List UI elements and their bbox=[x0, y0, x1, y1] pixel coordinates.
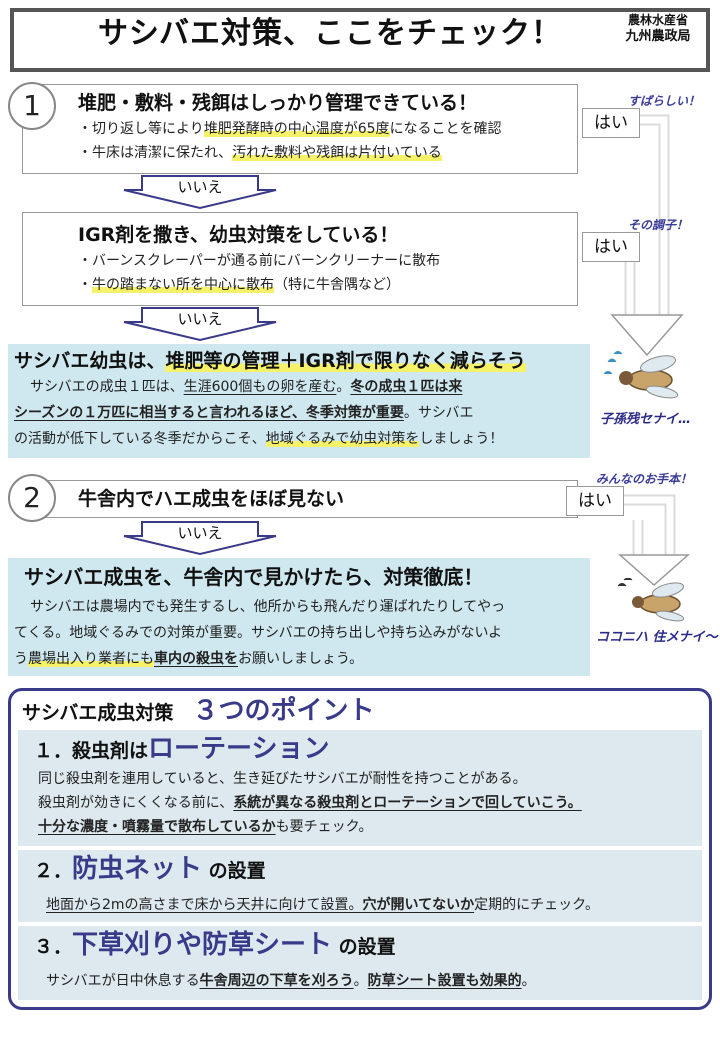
step-number-2: 2 bbox=[8, 474, 56, 522]
point-1-line-3: 十分な濃度・噴霧量で散布しているかも要チェック。 bbox=[38, 819, 373, 835]
point-2-card bbox=[18, 850, 702, 922]
larva-panel-line-3: の活動が低下している冬季だからこそ、地域ぐるみで幼虫対策をしましょう！ bbox=[14, 431, 504, 447]
fly-icon-2 bbox=[617, 578, 685, 622]
q2-title: IGR剤を撒き、幼虫対策をしている！ bbox=[78, 224, 399, 246]
no-arrow-2 bbox=[123, 307, 277, 342]
yes-box-1: はい bbox=[582, 108, 640, 138]
q2-item-2: ・牛の踏まない所を中心に散布（特に牛舎隅など） bbox=[78, 277, 400, 293]
yes-box-3: はい bbox=[566, 486, 624, 516]
point-3-title: ３．下草刈りや防草シート の設置 bbox=[34, 930, 396, 960]
title-box bbox=[10, 8, 710, 72]
adult-panel-title: サシバエ成虫を、牛舎内で見かけたら、対策徹底！ bbox=[24, 565, 484, 589]
q2-item-1: ・バーンスクレーパーが通る前にバーンクリーナーに散布 bbox=[78, 253, 441, 269]
fly-caption-2: ココニハ 住メナイ〜 bbox=[596, 630, 718, 645]
larva-panel-line-1: サシバエの成虫１匹は、生涯600個もの卵を産む。冬の成虫１匹は来 bbox=[30, 379, 463, 395]
step-number-1: 1 bbox=[8, 82, 56, 130]
larva-panel-line-2: シーズンの１万匹に相当すると言われるほど、冬季対策が重要。サシバエ bbox=[14, 405, 474, 421]
no-arrow-3 bbox=[123, 521, 277, 556]
no-label-1: いいえ bbox=[177, 178, 223, 196]
point-1-line-1: 同じ殺虫剤を連用していると、生き延びたサシバエが耐性を持つことがある。 bbox=[38, 771, 527, 787]
larva-panel-title: サシバエ幼虫は、堆肥等の管理＋IGR剤で限りなく減らそう bbox=[14, 350, 526, 372]
no-label-3: いいえ bbox=[177, 524, 223, 542]
q1-title: 堆肥・敷料・残餌はしっかり管理できている！ bbox=[78, 92, 478, 114]
adult-panel-line-2: てくる。地域ぐるみでの対策が重要。サシバエの持ち出しや持ち込みがないよ bbox=[14, 625, 503, 641]
praise-1: すばらしい！ bbox=[628, 94, 701, 108]
org-bureau: 九州農政局 bbox=[625, 29, 691, 44]
no-arrow-1 bbox=[123, 175, 277, 210]
q3-title: 牛舎内でハエ成虫をほぼ見ない bbox=[78, 488, 345, 510]
adult-panel-line-1: サシバエは農場内でも発生するし、他所からも飛んだり運ばれたりしてやっ bbox=[30, 599, 506, 615]
point-3-card bbox=[18, 926, 702, 1000]
point-1-title: １．殺虫剤はローテーション bbox=[34, 734, 330, 764]
point-2-line-1: 地面から2mの高さまで床から天井に向けて設置。穴が開いてないか定期的にチェック。 bbox=[46, 897, 600, 913]
point-2-title: ２．防虫ネット の設置 bbox=[34, 854, 266, 884]
praise-2: その調子！ bbox=[628, 218, 689, 232]
org-ministry: 農林水産省 bbox=[627, 13, 688, 27]
page-title: サシバエ対策、ここをチェック！ bbox=[97, 16, 563, 51]
q1-item-1: ・切り返し等により堆肥発酵時の中心温度が65度になることを確認 bbox=[78, 121, 502, 137]
point-1-line-2: 殺虫剤が効きにくくなる前に、系統が異なる殺虫剤とローテーションで回していこう。 bbox=[38, 795, 582, 811]
fly-icon-1 bbox=[603, 351, 679, 399]
praise-3: みんなのお手本！ bbox=[596, 472, 693, 486]
yes-box-2: はい bbox=[582, 232, 640, 262]
no-label-2: いいえ bbox=[177, 310, 223, 328]
fly-caption-1: 子孫残セナイ… bbox=[600, 412, 692, 427]
adult-panel-line-3: う農場出入り業者にも車内の殺虫をお願いしましょう。 bbox=[14, 651, 364, 667]
point-1-card bbox=[18, 730, 702, 846]
points-header: サシバエ成虫対策 ３つのポイント bbox=[22, 696, 375, 726]
point-3-line-1: サシバエが日中休息する牛舎周辺の下草を刈ろう。防草シート設置も効果的。 bbox=[46, 973, 536, 989]
q1-item-2: ・牛床は清潔に保たれ、汚れた敷料や残餌は片付いている bbox=[78, 145, 442, 161]
